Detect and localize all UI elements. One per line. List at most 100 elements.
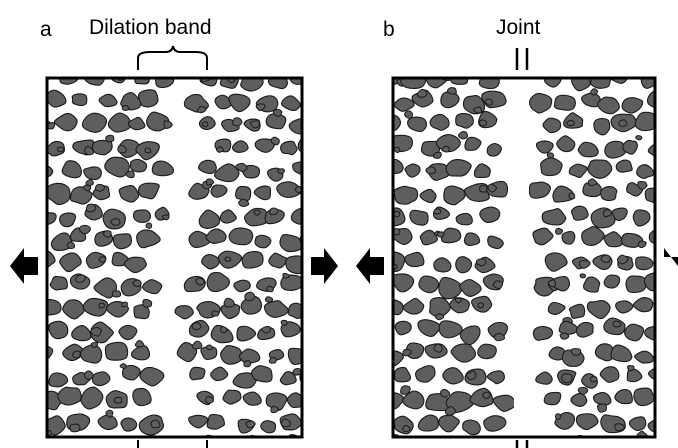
grain xyxy=(267,440,292,448)
grain xyxy=(393,210,401,218)
panel-b: b Joint xyxy=(356,16,678,448)
grain xyxy=(393,392,404,410)
grain xyxy=(49,275,68,291)
grain xyxy=(163,120,173,129)
grain xyxy=(107,112,132,133)
grain xyxy=(450,343,477,363)
grain xyxy=(393,366,412,383)
grain xyxy=(310,212,327,226)
grain xyxy=(198,209,221,229)
grain xyxy=(616,254,629,265)
grain xyxy=(191,340,203,350)
grain xyxy=(625,275,648,294)
grain xyxy=(672,278,678,290)
grain xyxy=(84,146,95,156)
grain xyxy=(83,442,92,448)
grain xyxy=(136,229,161,249)
grain xyxy=(555,227,564,235)
grain xyxy=(188,414,209,429)
grain xyxy=(487,235,504,250)
grain xyxy=(198,159,217,175)
grain xyxy=(83,78,106,86)
grain xyxy=(98,256,107,263)
grain xyxy=(454,297,462,304)
grain xyxy=(61,160,83,179)
grain xyxy=(660,297,677,311)
grain xyxy=(568,303,586,319)
grain xyxy=(440,91,460,109)
grain xyxy=(315,303,338,318)
grain xyxy=(236,325,257,342)
grain xyxy=(568,163,588,179)
grain xyxy=(263,300,289,318)
grain xyxy=(287,302,302,320)
grain xyxy=(400,78,427,90)
panel-a-grains xyxy=(47,78,338,448)
grain xyxy=(664,69,674,76)
grain xyxy=(417,319,442,337)
grain xyxy=(232,117,243,127)
grain xyxy=(238,348,261,364)
grain xyxy=(550,275,571,292)
grain xyxy=(394,320,412,336)
grain xyxy=(541,207,567,226)
grain xyxy=(292,368,302,376)
grain xyxy=(254,234,272,249)
grain xyxy=(658,158,677,173)
grain xyxy=(570,348,582,356)
grain xyxy=(379,344,388,351)
grain xyxy=(577,386,589,396)
grain xyxy=(543,438,562,448)
grain xyxy=(615,438,633,448)
grain xyxy=(110,218,121,226)
grain xyxy=(145,222,153,229)
grain xyxy=(589,376,598,383)
grain xyxy=(643,272,655,292)
grain xyxy=(382,444,389,448)
panel-a: a Dilation band xyxy=(10,16,338,448)
grain xyxy=(240,78,264,92)
grain xyxy=(146,111,170,132)
grain xyxy=(570,205,589,221)
grain xyxy=(405,342,425,359)
grain xyxy=(56,146,65,153)
grain xyxy=(292,161,302,176)
grain xyxy=(137,89,159,108)
grain xyxy=(47,165,54,178)
grain xyxy=(205,396,215,404)
grain xyxy=(226,440,243,448)
grain xyxy=(492,280,504,290)
grain xyxy=(626,368,643,383)
grain xyxy=(493,332,506,342)
grain xyxy=(575,321,594,338)
grain xyxy=(210,366,229,382)
grain xyxy=(532,227,554,246)
grain xyxy=(547,279,557,288)
grain xyxy=(636,164,655,180)
grain xyxy=(176,341,198,363)
grain xyxy=(306,378,313,384)
grain xyxy=(637,240,647,249)
panel-b-title: Joint xyxy=(496,16,541,39)
grain xyxy=(610,78,629,84)
grain xyxy=(235,185,252,202)
grain xyxy=(261,325,271,334)
grain xyxy=(281,444,288,448)
grain xyxy=(90,341,99,348)
grain xyxy=(59,212,77,228)
grain xyxy=(670,233,678,249)
grain xyxy=(47,89,67,108)
grain xyxy=(409,209,429,226)
grain xyxy=(433,208,442,215)
grain xyxy=(196,105,207,114)
grain xyxy=(71,93,88,107)
grain xyxy=(432,151,442,159)
panel-b-grains xyxy=(379,69,678,448)
grain xyxy=(206,178,215,186)
grain xyxy=(85,203,97,213)
grain xyxy=(144,147,152,154)
grain xyxy=(535,140,554,154)
grain xyxy=(117,145,127,154)
grain xyxy=(477,343,497,360)
grain xyxy=(223,297,235,308)
